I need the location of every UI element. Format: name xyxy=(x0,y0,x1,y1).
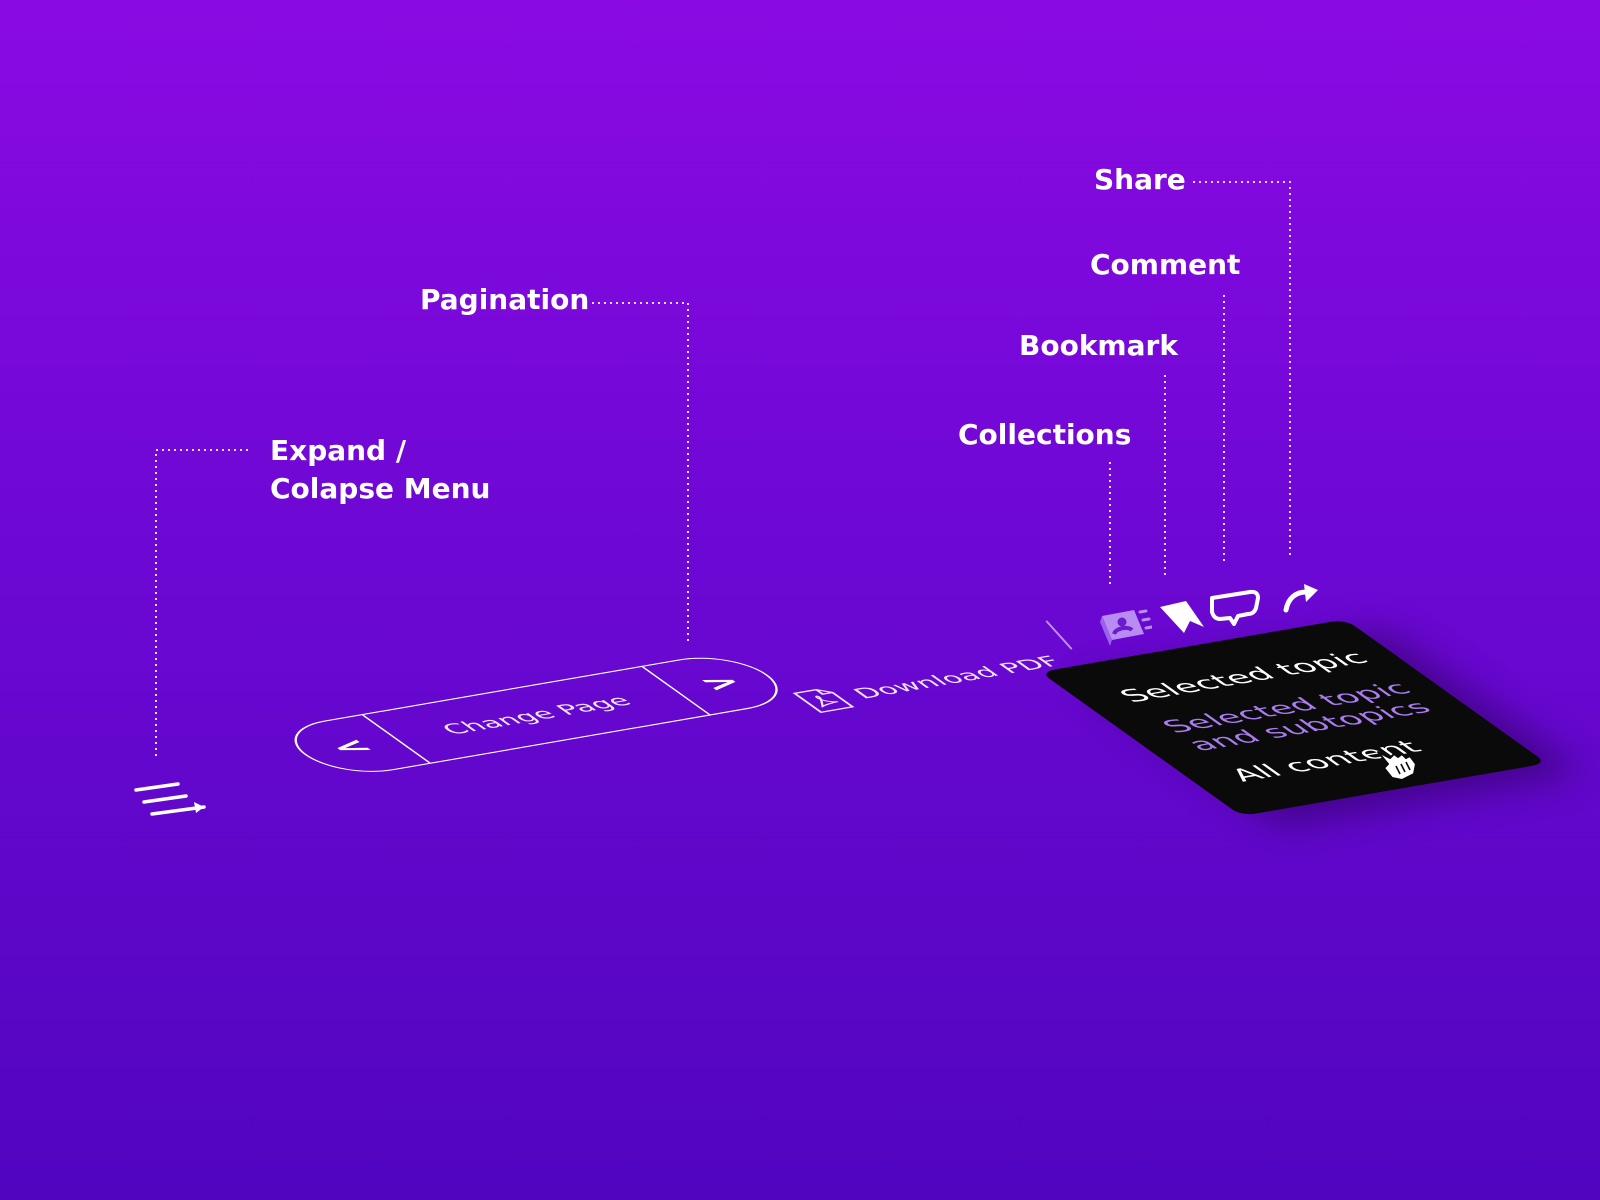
label-collections: Collections xyxy=(958,418,1132,451)
label-share: Share xyxy=(1094,163,1186,196)
pagination-control: < Change Page > xyxy=(270,650,803,780)
change-page-label: Change Page xyxy=(435,691,638,738)
pdf-file-icon xyxy=(792,688,855,714)
next-page-glyph: > xyxy=(690,669,753,697)
menu-collapse-icon[interactable] xyxy=(130,780,210,830)
hand-pointer-icon xyxy=(1376,748,1420,788)
label-comment: Comment xyxy=(1090,248,1241,281)
prev-page-glyph: < xyxy=(319,733,382,760)
download-pdf-button[interactable]: Download PDF xyxy=(785,644,1089,717)
bookmark-icon[interactable] xyxy=(1156,597,1208,635)
label-expand-line-2: Colapse Menu xyxy=(270,472,491,505)
collections-book-icon[interactable] xyxy=(1094,606,1152,646)
label-bookmark: Bookmark xyxy=(1019,329,1178,362)
label-expand-line-1: Expand / xyxy=(270,434,407,467)
download-pdf-label: Download PDF xyxy=(846,652,1068,702)
label-pagination: Pagination xyxy=(420,283,590,316)
label-expand-collapse-menu: Expand / Colapse Menu xyxy=(270,432,490,508)
comment-icon[interactable] xyxy=(1208,588,1262,628)
scope-dropdown: Selected topic Selected topic and subtop… xyxy=(1040,619,1547,816)
share-arrow-icon[interactable] xyxy=(1282,582,1322,614)
